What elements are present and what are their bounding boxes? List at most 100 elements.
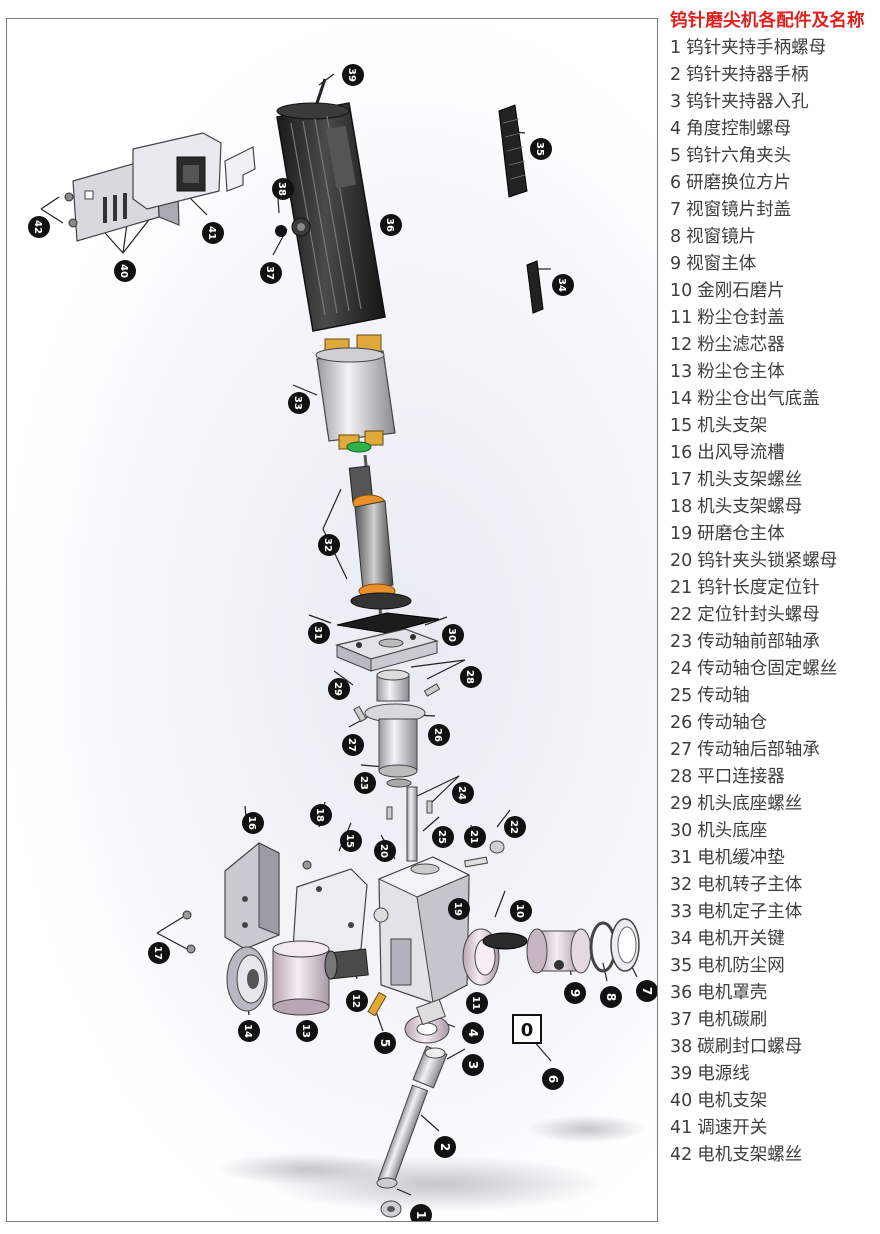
callout-number: 35: [534, 142, 545, 156]
callout-circle: [542, 1068, 564, 1090]
legend-item-number: 5: [670, 146, 682, 166]
callout-number: 41: [206, 226, 217, 240]
legend-item-name: 电机转子主体: [697, 875, 803, 895]
callout-25: 25: [432, 826, 454, 848]
callout-number: 42: [32, 220, 43, 234]
legend-item-name: 机头底座: [697, 821, 768, 841]
callout-circle: [296, 1020, 318, 1042]
callout-number: 7: [640, 987, 654, 995]
callout-6: 6: [542, 1068, 564, 1090]
legend-item-name: 电源线: [697, 1064, 750, 1084]
legend-item-number: 8: [670, 227, 682, 247]
callout-circle: [410, 1204, 432, 1221]
callout-circle: [442, 624, 464, 646]
legend-item-name: 钨针夹头锁紧螺母: [697, 551, 838, 571]
head-bracket: [292, 868, 368, 966]
callout-19: 19: [448, 898, 470, 920]
callout-26: 26: [428, 724, 450, 746]
callout-circle: [374, 1032, 396, 1054]
legend-item-number: 23: [670, 632, 693, 652]
callout-number: 13: [300, 1024, 311, 1038]
callout-circle: [636, 980, 657, 1002]
callout-12: 12: [346, 990, 368, 1012]
legend-item-name: 角度控制螺母: [686, 119, 792, 139]
legend-item-number: 20: [670, 551, 693, 571]
callout-circle: [342, 734, 364, 756]
index-plate-square: 0: [512, 1014, 542, 1044]
legend-item-name: 粉尘仓主体: [697, 362, 785, 382]
legend-item-name: 视窗主体: [686, 254, 757, 274]
callout-circle: [342, 64, 364, 86]
dust-net: [498, 104, 528, 198]
callout-circle: [380, 214, 402, 236]
legend-item-number: 27: [670, 740, 693, 760]
callout-number: 30: [446, 628, 457, 642]
legend-item-name: 电机定子主体: [697, 902, 803, 922]
legend-item-number: 7: [670, 200, 682, 220]
callout-30: 30: [442, 624, 464, 646]
callout-number: 15: [344, 834, 355, 848]
legend-item-name: 钨针长度定位针: [697, 578, 820, 598]
callout-number: 39: [346, 68, 357, 82]
callout-32: 32: [318, 534, 340, 556]
legend-item-number: 6: [670, 173, 682, 193]
callout-number: 2: [438, 1143, 452, 1151]
floor-shadow: [217, 1153, 397, 1185]
callout-27: 27: [342, 734, 364, 756]
callout-42: 42: [28, 216, 50, 238]
callout-circle: [428, 724, 450, 746]
callout-number: 37: [264, 266, 275, 280]
callout-number: 17: [152, 946, 163, 960]
legend-item-name: 传动轴后部轴承: [697, 740, 820, 760]
callout-number: 5: [378, 1039, 392, 1047]
legend-item-number: 2: [670, 65, 682, 85]
callout-circle: [288, 392, 310, 414]
callout-14: 14: [238, 1020, 260, 1042]
legend-item-number: 16: [670, 443, 693, 463]
legend-item-number: 36: [670, 983, 693, 1003]
legend-item-number: 40: [670, 1091, 693, 1111]
callout-29: 29: [328, 678, 350, 700]
callout-circle: [510, 900, 532, 922]
legend-item-number: 3: [670, 92, 682, 112]
callout-2: 2: [434, 1136, 456, 1158]
legend-item-name: 碳刷封口螺母: [697, 1037, 803, 1057]
switch-key: [526, 260, 544, 314]
callout-number: 19: [452, 902, 463, 916]
dust-outlet-cap: [226, 946, 268, 1012]
callout-circle: [466, 992, 488, 1014]
callout-7: 7: [636, 980, 657, 1002]
callout-21: 21: [464, 826, 486, 848]
legend-item-name: 电机防尘网: [697, 956, 785, 976]
callout-33: 33: [288, 392, 310, 414]
motor-stator: [315, 334, 396, 453]
legend-item-name: 机头支架: [697, 416, 768, 436]
callout-13: 13: [296, 1020, 318, 1042]
legend-item-number: 14: [670, 389, 693, 409]
callout-number: 6: [546, 1075, 560, 1083]
callout-circle: [114, 260, 136, 282]
callout-38: 38: [272, 178, 294, 200]
callout-number: 25: [436, 830, 447, 844]
callout-40: 40: [114, 260, 136, 282]
legend-item-name: 机头支架螺丝: [697, 470, 803, 490]
callout-circle: [460, 666, 482, 688]
callout-number: 33: [292, 396, 303, 410]
pin-cap-nut: [489, 840, 505, 854]
